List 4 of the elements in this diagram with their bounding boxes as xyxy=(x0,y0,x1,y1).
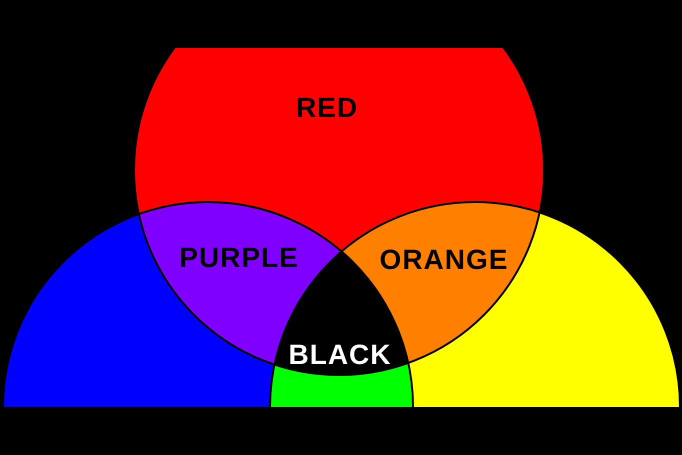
region-label: ORANGE xyxy=(380,246,508,274)
region-label: RED xyxy=(296,94,358,122)
region-label: PURPLE xyxy=(179,244,299,272)
region-label: BLACK xyxy=(288,341,392,369)
